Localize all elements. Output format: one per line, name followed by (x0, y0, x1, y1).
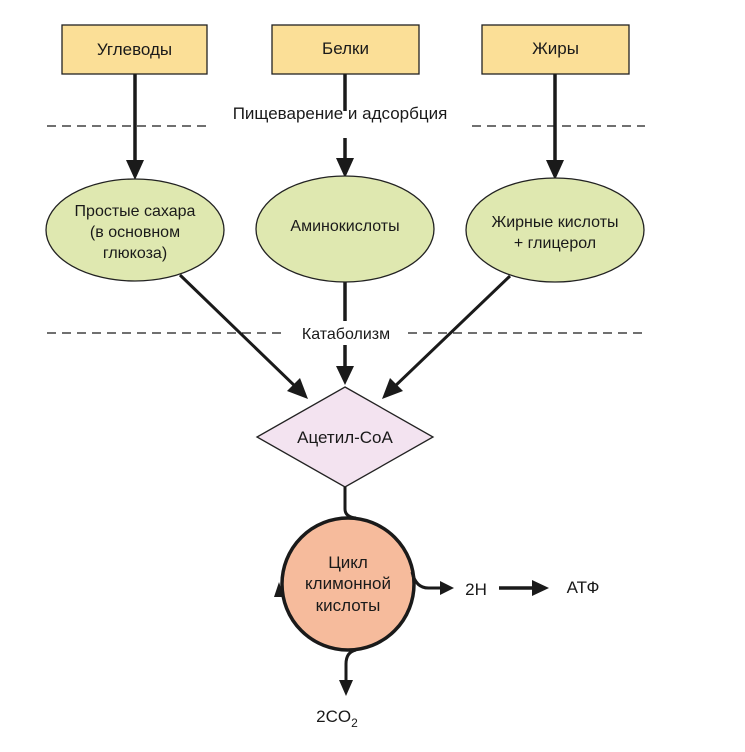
intermediate-label-line: глюкоза) (103, 245, 167, 262)
connector-acetyl-to-cycle (343, 487, 357, 520)
co2-main-text: 2CO (316, 707, 351, 726)
catabolism-stage-label: Катаболизм (302, 326, 390, 343)
cycle-label-line: климонной (305, 574, 391, 593)
output-2h-label: 2H (465, 580, 487, 599)
arrow-amino-to-acetyl (336, 282, 354, 385)
output-atp-label: АТФ (567, 578, 600, 597)
intermediate-label-line: + глицерол (514, 235, 596, 252)
intermediate-label-line: Аминокислоты (290, 218, 399, 235)
arrow-fatty-to-acetyl (382, 274, 512, 399)
arrow-sugars-to-acetyl (178, 273, 308, 399)
source-fats: Жиры (481, 24, 630, 75)
source-proteins: Белки (271, 24, 420, 75)
cycle-label-line: кислоты (316, 596, 381, 615)
arrow-2h-to-atp (499, 580, 549, 596)
arrow-fats-to-fatty-acids (546, 74, 564, 180)
intermediate-label-line: (в основном (90, 224, 180, 241)
arrow-cycle-to-co2 (339, 648, 357, 696)
intermediate-amino-acids: Аминокислоты (255, 175, 435, 283)
source-label: Углеводы (97, 40, 172, 59)
acetyl-coa-node: Ацетил-CoA (255, 386, 435, 488)
intermediate-label-line: Простые сахара (75, 203, 196, 220)
digestion-stage-label: Пищеварение и адсорбция (233, 104, 448, 123)
output-co2-label: 2CO2 (316, 707, 358, 730)
cycle-direction-arrowhead (274, 582, 284, 597)
citric-acid-cycle-node: Цикл климонной кислоты (274, 516, 416, 652)
intermediate-fatty-acids-glycerol: Жирные кислоты + глицерол (465, 177, 645, 283)
source-carbohydrates: Углеводы (61, 24, 208, 75)
co2-subscript: 2 (351, 716, 358, 730)
arrow-cycle-to-2h (410, 571, 454, 595)
arrow-proteins-to-amino (336, 74, 354, 178)
source-label: Белки (322, 39, 369, 58)
intermediate-label-line: Жирные кислоты (491, 214, 618, 231)
cycle-label-line: Цикл (328, 553, 368, 572)
arrow-carbs-to-sugars (126, 74, 144, 180)
source-label: Жиры (532, 39, 579, 58)
acetyl-coa-label: Ацетил-CoA (297, 428, 393, 447)
intermediate-simple-sugars: Простые сахара (в основном глюкоза) (45, 178, 225, 282)
